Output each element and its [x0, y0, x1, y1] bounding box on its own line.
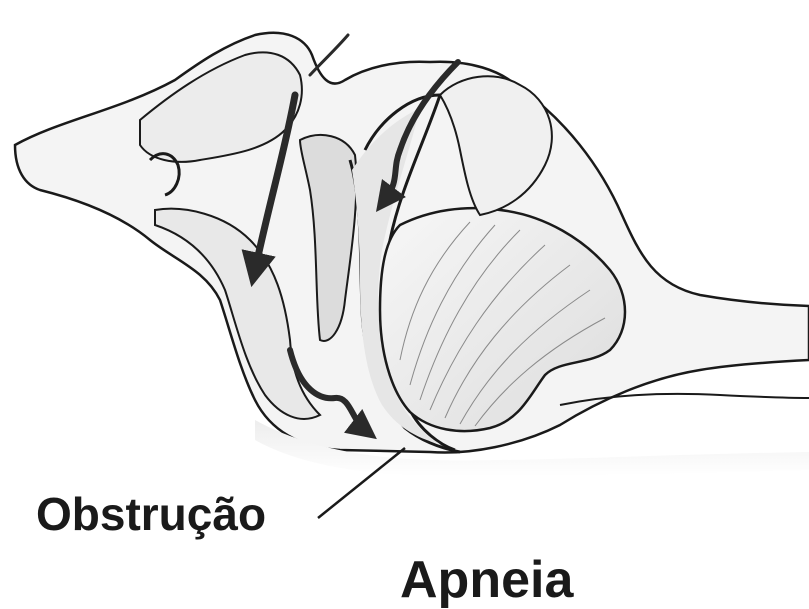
- airflow-arrow-intake: [310, 35, 348, 75]
- obstruction-label: Obstrução: [36, 491, 266, 537]
- apnea-label: Apneia: [400, 554, 573, 606]
